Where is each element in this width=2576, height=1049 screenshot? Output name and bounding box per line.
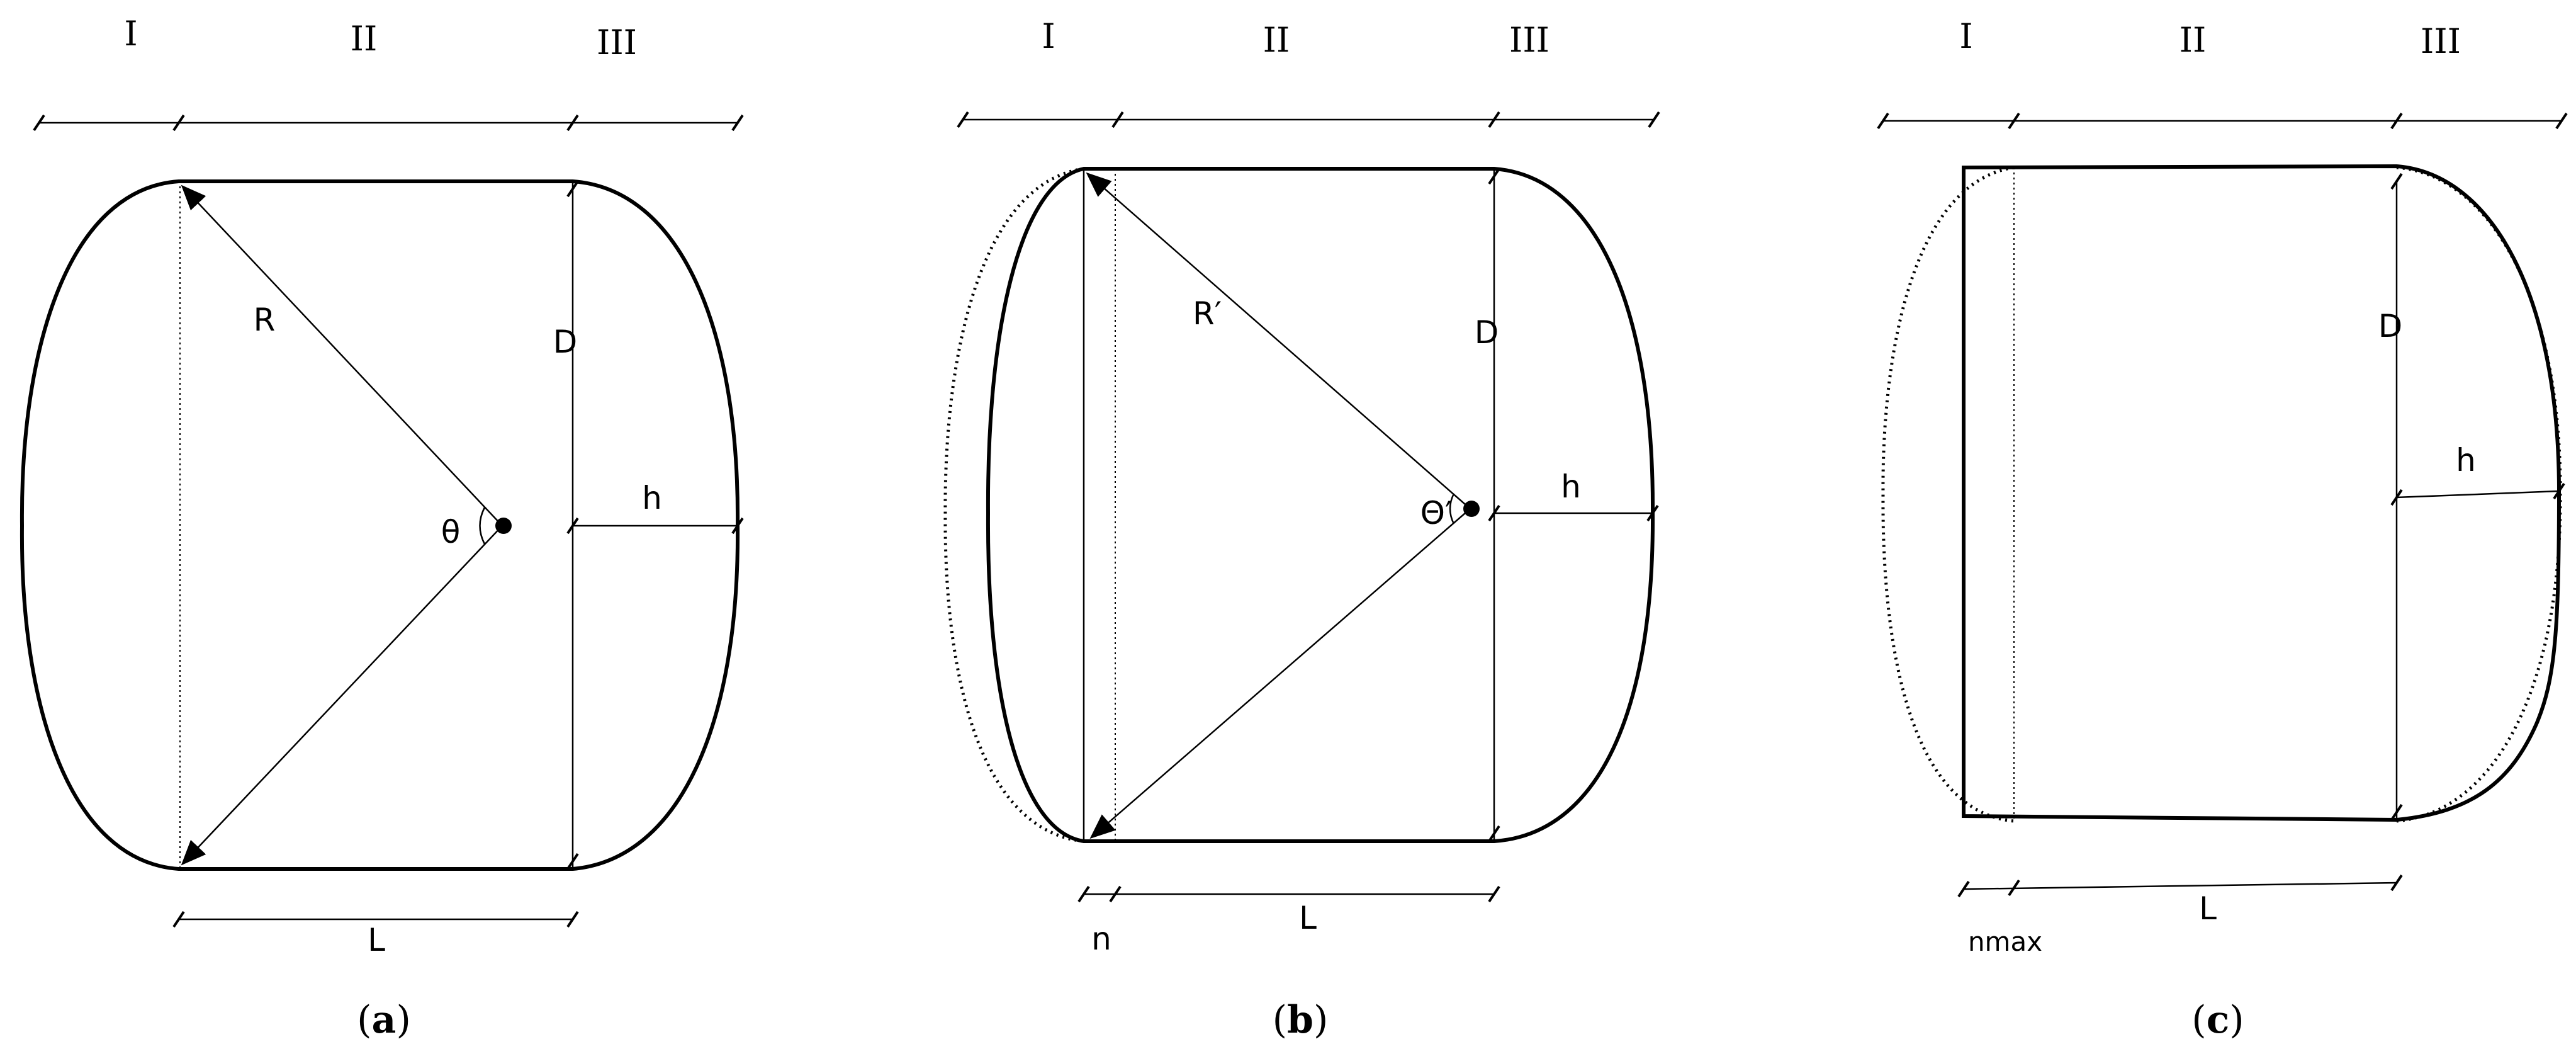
panel-b-height-label: h bbox=[1561, 468, 1581, 505]
panel-a-height-label: h bbox=[642, 480, 662, 516]
panel-c-offset-label: nmax bbox=[1968, 926, 2042, 957]
panel-c-zone-2-label: II bbox=[2179, 20, 2207, 60]
panel-b-radius-upper bbox=[1086, 172, 1471, 509]
panel-a-diameter-label: D bbox=[553, 324, 578, 360]
panel-b-offset-label: n bbox=[1091, 921, 1111, 957]
panel-c-outline bbox=[1962, 164, 2562, 822]
panel-a: I II III R θ D h L (a) bbox=[20, 14, 744, 1042]
panel-a-center-dot bbox=[495, 518, 512, 534]
panel-a-zone-scale bbox=[33, 114, 744, 132]
panel-b-angle-arc bbox=[1449, 493, 1455, 524]
panel-b-zone-scale bbox=[957, 111, 1660, 128]
panel-c-zone-scale bbox=[1877, 112, 2568, 130]
panel-c: I II III D h L nmax (c) bbox=[1877, 16, 2568, 1042]
panel-c-zone-3-label: III bbox=[2421, 21, 2461, 61]
panel-a-zone-2-label: II bbox=[351, 19, 378, 59]
panel-c-diameter-label: D bbox=[2378, 308, 2403, 344]
panel-a-radius-label: R bbox=[254, 302, 276, 338]
panel-b-length-label: L bbox=[1299, 900, 1317, 936]
panel-c-caption: (c) bbox=[2191, 998, 2244, 1042]
panel-b-angle-label: Θ′ bbox=[1420, 495, 1453, 531]
panel-b-zone-2-label: II bbox=[1263, 20, 1290, 60]
panel-a-radius-upper bbox=[181, 184, 503, 526]
panel-a-zone-1-label: I bbox=[124, 14, 137, 54]
panel-a-angle-arc bbox=[479, 507, 486, 545]
panel-a-length-label: L bbox=[368, 922, 385, 958]
panel-a-angle-label: θ bbox=[441, 514, 461, 550]
panel-b-radius-label: R′ bbox=[1193, 295, 1222, 332]
panel-b-zone-3-label: III bbox=[1509, 20, 1550, 60]
panel-b-outline bbox=[986, 167, 1655, 843]
panel-b-diameter-label: D bbox=[1475, 314, 1499, 351]
panel-c-length-line bbox=[1963, 882, 2397, 890]
panel-c-height-line bbox=[2396, 490, 2560, 499]
panel-b-zone-1-label: I bbox=[1042, 16, 1055, 56]
panel-b: I II III R′ Θ′ D h L n (b) bbox=[943, 16, 1660, 1042]
panel-b-center-dot bbox=[1463, 501, 1480, 517]
panel-b-original-outline bbox=[943, 167, 1084, 843]
panel-b-caption: (b) bbox=[1273, 998, 1329, 1042]
panel-a-zone-3-label: III bbox=[597, 23, 637, 62]
panel-c-height-label: h bbox=[2456, 442, 2476, 479]
panel-c-length-label: L bbox=[2199, 890, 2217, 927]
panel-a-caption: (a) bbox=[357, 998, 411, 1042]
panel-a-radius-lower bbox=[181, 525, 503, 866]
panel-b-radius-lower bbox=[1089, 508, 1471, 839]
panel-c-zone-1-label: I bbox=[1959, 16, 1972, 56]
